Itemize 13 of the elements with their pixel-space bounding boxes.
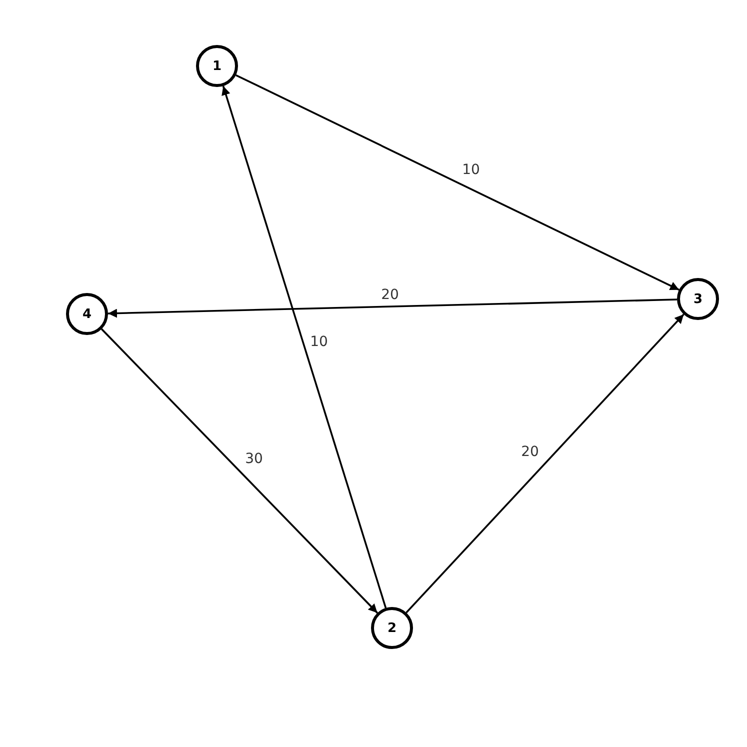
arrow	[236, 74, 680, 291]
node-circle	[66, 293, 108, 335]
arrow	[406, 314, 684, 614]
arrow	[100, 328, 378, 614]
arrow	[108, 298, 678, 318]
node-number: 3	[693, 292, 703, 306]
arrow	[222, 86, 387, 608]
node-circle	[196, 45, 238, 87]
node-circle	[371, 607, 413, 649]
node-circle	[677, 278, 719, 320]
node-number: 4	[82, 306, 92, 322]
node-number: 2	[387, 620, 397, 636]
node-number: 1	[212, 58, 222, 74]
